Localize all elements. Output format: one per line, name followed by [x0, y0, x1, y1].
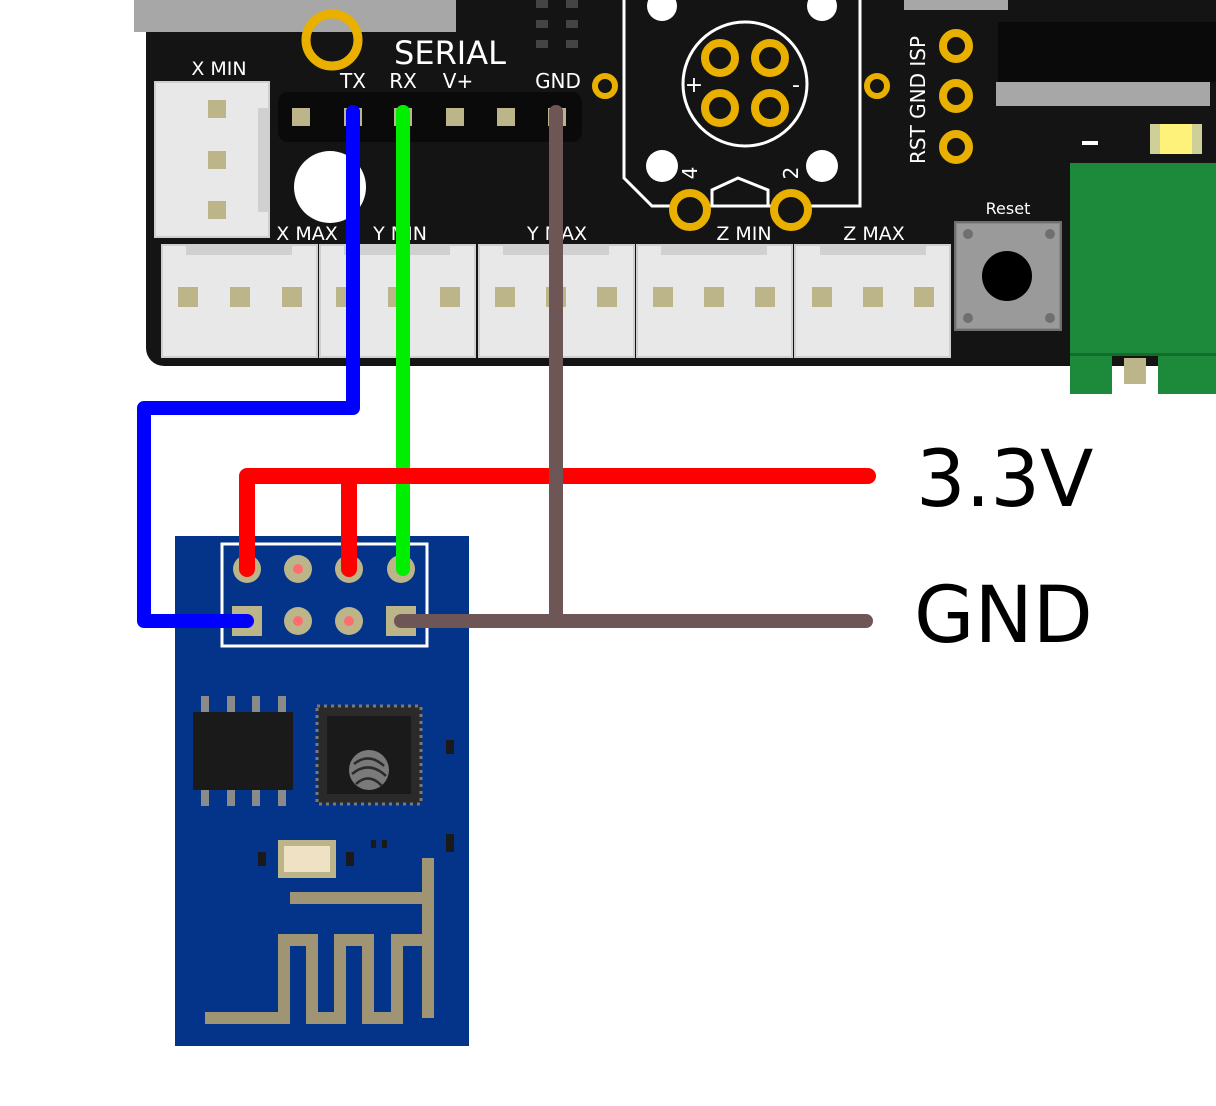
smd-component-edge — [996, 82, 1210, 106]
isp-header — [939, 29, 973, 164]
module-pin — [344, 616, 354, 626]
rx-pin-label: RX — [389, 69, 417, 93]
module-led-lens — [284, 846, 330, 872]
espressif-logo-icon — [349, 750, 389, 790]
led — [1150, 124, 1202, 154]
tx-wire — [137, 105, 360, 628]
endstop-connector-row — [161, 244, 951, 358]
via-pad — [592, 73, 618, 99]
stepper-plus-label: + — [685, 73, 703, 98]
x-max-connector — [161, 244, 318, 358]
serial-header — [278, 92, 582, 142]
wire-end — [346, 105, 360, 119]
z-max-connector — [794, 244, 951, 358]
module-pin — [293, 564, 303, 574]
smd-resistor — [382, 840, 387, 848]
reset-button[interactable] — [954, 221, 1062, 331]
controller-board: X MIN SERIAL TX RX V+ GND — [0, 0, 1216, 394]
mounting-pad — [301, 9, 363, 71]
smd-resistor — [446, 834, 454, 852]
smd-chip — [536, 0, 578, 48]
smd-component — [998, 22, 1216, 82]
z-min-label: Z MIN — [716, 223, 771, 245]
ground-rail-label: GND — [914, 571, 1093, 661]
wire-end — [549, 105, 563, 119]
smd-resistor — [446, 740, 454, 754]
stepper-pin-2-label: 2 — [779, 167, 803, 180]
wires — [137, 105, 876, 628]
reset-label: Reset — [986, 199, 1031, 218]
x-max-label: X MAX — [276, 223, 337, 245]
esp8266-module — [175, 536, 469, 1046]
stepper-pin-4-label: 4 — [678, 167, 702, 180]
stepper-minus-label: - — [792, 73, 800, 98]
isp-label: RST GND ISP — [906, 36, 930, 164]
terminal-minus-mark — [1082, 141, 1098, 145]
smd-resistor — [371, 840, 376, 848]
esp-chip — [315, 704, 423, 806]
z-min-connector — [636, 244, 793, 358]
wire-end — [396, 105, 410, 119]
x-min-label: X MIN — [191, 58, 246, 80]
power-wire — [239, 468, 876, 577]
gnd-wire — [394, 105, 873, 628]
via-pad — [864, 73, 890, 99]
tx-pin-label: TX — [339, 69, 366, 93]
terminal-minus-label: - — [0, 0, 1, 1]
power-rail-label: 3.3V — [916, 435, 1093, 525]
stepper-socket — [622, 0, 862, 231]
z-max-label: Z MAX — [843, 223, 904, 245]
smd-resistor — [258, 852, 266, 866]
power-terminal — [1070, 163, 1216, 394]
flash-chip — [193, 696, 293, 806]
board-top-connector-right — [904, 0, 1008, 10]
vplus-pin-label: V+ — [443, 69, 473, 93]
board-top-connector — [134, 0, 456, 32]
serial-label: SERIAL — [394, 34, 506, 72]
smd-resistor — [346, 852, 354, 866]
module-pin — [293, 616, 303, 626]
x-min-connector — [154, 81, 270, 238]
pcb-antenna — [205, 858, 434, 1024]
module-header-outline — [220, 542, 429, 648]
gnd-pin-label: GND — [535, 69, 581, 93]
